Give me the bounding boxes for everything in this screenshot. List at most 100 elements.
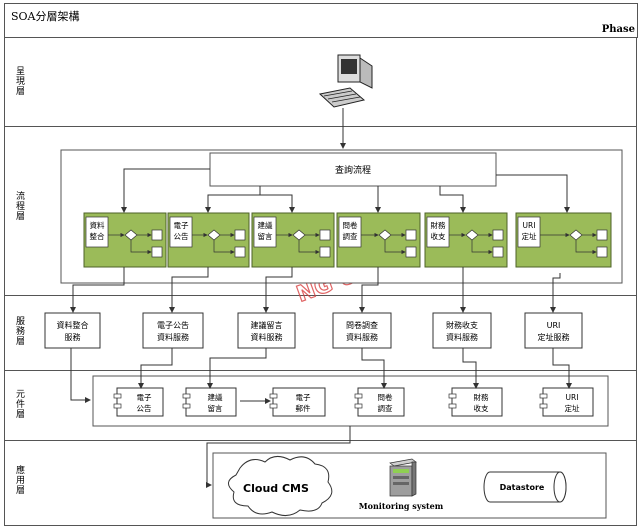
title-bar: SOA分層架構	[4, 3, 638, 27]
cloud-cms-label: Cloud CMS	[243, 482, 309, 495]
component-port	[113, 393, 122, 399]
service-label-line1: 資料整合	[57, 320, 89, 330]
component-box	[185, 387, 237, 417]
service-label-line2: 定址服務	[538, 332, 570, 342]
service-label-line1: URI	[547, 321, 561, 330]
subflow-output-box	[319, 246, 331, 258]
component-port	[448, 393, 457, 399]
subflow-output-box	[234, 246, 246, 258]
subflow-edge	[298, 240, 320, 255]
subflow-label-line2: 留言	[258, 231, 273, 241]
component-label-line1: 財務	[474, 392, 489, 402]
query-flow-label: 查詢流程	[335, 164, 371, 176]
service-label-line1: 電子公告	[157, 320, 189, 330]
service-box	[237, 312, 296, 349]
lane-label-service: 服務層	[4, 296, 32, 371]
diagram-title: SOA分層架構	[11, 10, 80, 23]
subflow-3: 問卷調查	[336, 212, 421, 268]
service-label-line2: 資料服務	[346, 332, 378, 342]
component-label-line1: 電子	[296, 393, 311, 402]
cloud-cms-shape	[228, 456, 333, 516]
subflow-edge	[575, 240, 597, 255]
subflow-edge	[130, 240, 152, 255]
subflow-label-box	[85, 216, 109, 248]
service-label-line1: 財務收支	[446, 320, 478, 330]
service-5: URI 定址服務	[524, 312, 583, 349]
subflow-label-line1: 財務	[431, 220, 446, 230]
edge-component-application	[206, 426, 351, 488]
service-label-line2: 資料服務	[251, 332, 283, 342]
service-boxes: 資料整合服務電子公告資料服務建議留言資料服務問卷調查資料服務財務收支資料服務UR…	[44, 312, 583, 349]
service-label-line2: 服務	[65, 332, 81, 342]
component-port	[182, 393, 191, 399]
subflow-label-line2: 公告	[174, 231, 189, 241]
phase-label: Phase	[601, 24, 635, 35]
lane-process-text: 流程層	[14, 191, 24, 221]
service-label-line2: 資料服務	[446, 332, 478, 342]
lane-component-text: 元件層	[14, 389, 24, 419]
component-box	[357, 387, 405, 417]
lane-presentation	[31, 38, 637, 127]
subflow-edge	[471, 240, 493, 255]
subflow-label-line2: 定址	[522, 231, 537, 241]
edges-service-component	[70, 348, 572, 404]
service-box	[524, 312, 583, 349]
service-label-line1: 問卷調查	[346, 320, 378, 330]
subflow-label-box	[338, 216, 362, 248]
component-port	[539, 403, 548, 409]
subflow-output-box	[492, 229, 504, 241]
service-box	[44, 312, 101, 349]
component-label-line2: 郵件	[296, 403, 311, 413]
subflow-1: 電子公告	[167, 212, 250, 268]
service-box	[432, 312, 492, 349]
component-box	[116, 387, 164, 417]
subflow-output-box	[151, 229, 163, 241]
component-label-line1: 電子	[137, 393, 152, 402]
monitoring-label: Monitoring system	[359, 501, 444, 511]
lane-presentation-text: 呈現層	[14, 66, 24, 96]
component-label-line1: URI	[566, 393, 579, 402]
subflow-output-box	[596, 229, 608, 241]
component-box	[542, 387, 594, 417]
component-port	[182, 403, 191, 409]
component-port	[269, 403, 278, 409]
subflow-label-line1: 問卷	[343, 220, 358, 230]
component-port	[539, 393, 548, 399]
component-0: 電子公告	[113, 387, 164, 417]
subflow-label-box	[517, 216, 541, 248]
subflow-4: 財務收支	[424, 212, 508, 268]
lane-service-text: 服務層	[14, 316, 24, 346]
component-label-line2: 公告	[137, 403, 152, 413]
edges-process-service	[70, 267, 561, 313]
service-label-line2: 資料服務	[157, 332, 189, 342]
subflow-label-line1: 資料	[90, 220, 105, 230]
service-box	[142, 312, 204, 349]
subflow-label-box	[169, 216, 193, 248]
component-port	[113, 403, 122, 409]
component-1: 建議留言	[182, 387, 237, 417]
component-port	[448, 403, 457, 409]
subflow-output-box	[234, 229, 246, 241]
query-flow-box	[209, 152, 497, 187]
desktop-computer-icon	[318, 54, 373, 108]
component-port	[269, 393, 278, 399]
subflow-output-box	[405, 229, 417, 241]
component-label-line2: 調查	[378, 403, 393, 413]
subflow-output-box	[596, 246, 608, 258]
phase-header: Phase	[4, 24, 638, 38]
subflow-label-box	[426, 216, 450, 248]
subflow-edge	[213, 240, 235, 255]
component-port	[354, 403, 363, 409]
component-box	[272, 387, 326, 417]
component-3: 問卷調查	[354, 387, 405, 417]
component-label-line2: 定址	[565, 403, 580, 413]
subflow-output-box	[492, 246, 504, 258]
